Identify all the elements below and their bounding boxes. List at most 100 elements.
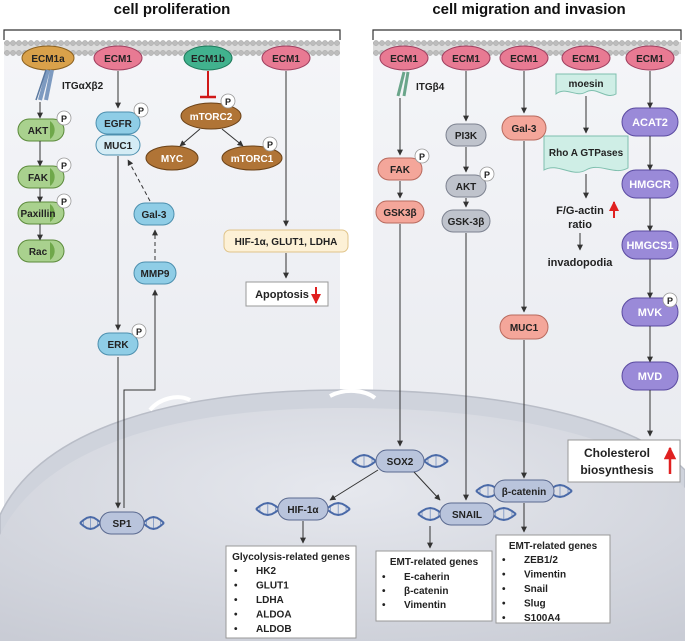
- erk-phospho-label: P: [136, 327, 142, 337]
- glycolysis-gene-bullet: •: [234, 610, 238, 621]
- rac-shade: [50, 242, 55, 260]
- gsk3b-label: GSK-3β: [448, 217, 485, 228]
- egfr-phospho-label: P: [138, 106, 144, 116]
- myc-label: MYC: [161, 154, 183, 165]
- mvk-label: MVK: [638, 307, 663, 319]
- glycolysis-gene-item: ALDOB: [256, 624, 292, 635]
- hif1a-node: [277, 497, 329, 521]
- integrin-itgb4-icon: [396, 71, 410, 97]
- emt-genes-title-1: EMT-related genes: [390, 557, 479, 568]
- ecm1-itgb4-node: [379, 45, 429, 71]
- ecm1b-node: [183, 45, 233, 71]
- ecm1-gal3-label: ECM1: [510, 54, 538, 65]
- pi3k-label: PI3K: [455, 131, 478, 142]
- ecm1-hif-label: ECM1: [272, 54, 300, 65]
- moesin-node: [555, 73, 617, 96]
- muc1-right-node: [499, 314, 549, 340]
- fak-left-label: FAK: [28, 173, 49, 184]
- ecm1b-label: ECM1b: [191, 54, 225, 65]
- ecm1-acat2-label: ECM1: [636, 54, 664, 65]
- emt2-gene-bullet: •: [502, 555, 506, 566]
- rho-gtpase-label: Rho A GTPases: [549, 148, 624, 159]
- apoptosis-label: Apoptosis: [255, 289, 309, 301]
- arrow-sox2-snail: [413, 471, 441, 501]
- egfr-phospho-icon: [133, 102, 149, 118]
- fak-right-phospho-icon: [414, 148, 430, 164]
- fak-left-phospho-icon: [56, 157, 72, 173]
- emt2-gene-item: ZEB1/2: [524, 555, 558, 566]
- fak-left-shade: [50, 168, 55, 186]
- akt-left-label: AKT: [28, 126, 49, 137]
- snail-node: [439, 502, 495, 526]
- itgb4-label: ITGβ4: [416, 82, 445, 93]
- emt2-gene-item: Vimentin: [524, 570, 566, 581]
- arrow-mtorc2-myc: [179, 128, 201, 147]
- title-cell-proliferation: cell proliferation: [114, 1, 231, 18]
- emt2-gene-bullet: •: [502, 584, 506, 595]
- gal3-right-label: Gal-3: [511, 124, 536, 135]
- glycolysis-gene-bullet: •: [234, 566, 238, 577]
- emt2-gene-item: S100A4: [524, 613, 561, 624]
- akt-left-shade: [50, 121, 55, 139]
- acat2-label: ACAT2: [632, 117, 668, 129]
- ecm1-acat2-node: [625, 45, 675, 71]
- glycolysis-gene-bullet: •: [234, 624, 238, 635]
- emt-genes-box-2: EMT-related genes •ZEB1/2•Vimentin•Snail…: [495, 534, 611, 624]
- glycolysis-gene-item: HK2: [256, 566, 276, 577]
- emt1-gene-bullet: •: [382, 586, 386, 597]
- emt1-gene-bullet: •: [382, 572, 386, 583]
- emt-genes-title-2: EMT-related genes: [509, 541, 598, 552]
- rho-gtpase-node: [543, 135, 629, 173]
- moesin-label: moesin: [568, 79, 603, 90]
- mtorc1-phospho-icon: [262, 136, 278, 152]
- muc1-right-label: MUC1: [510, 323, 539, 334]
- integrin-itgaxb2-icon: [35, 69, 54, 101]
- akt-right-phospho-icon: [479, 166, 495, 182]
- gsk3b-left-label: GSK3β: [383, 208, 416, 219]
- paxillin-phospho-label: P: [61, 197, 67, 207]
- gsk3b-left-node: [375, 200, 425, 224]
- ecm1a-label: ECM1a: [31, 54, 65, 65]
- gsk3b-node: [441, 209, 491, 233]
- gal3-left-label: Gal-3: [141, 210, 166, 221]
- emt2-gene-item: Snail: [524, 584, 548, 595]
- arrow-sox2-hif1a: [329, 469, 379, 501]
- cholesterol-box: [567, 439, 681, 483]
- akt-right-label: AKT: [456, 182, 477, 193]
- paxillin-phospho-icon: [56, 193, 72, 209]
- sox2-node: [375, 449, 425, 473]
- integrin-itgaxb2-label: ITGαXβ2: [62, 81, 104, 92]
- glycolysis-genes-title: Glycolysis-related genes: [232, 552, 350, 563]
- emt1-gene-item: Vimentin: [404, 600, 446, 611]
- ecm1-egfr-label: ECM1: [104, 54, 132, 65]
- erk-phospho-icon: [131, 323, 147, 339]
- egfr-node: [95, 111, 141, 135]
- ecm1-pi3k-node: [441, 45, 491, 71]
- rac-label: Rac: [29, 247, 48, 258]
- emt1-gene-bullet: •: [382, 600, 386, 611]
- mvk-phospho-label: P: [667, 296, 673, 306]
- sp1-label: SP1: [113, 519, 132, 530]
- hif-glut-ldha-label: HIF-1α, GLUT1, LDHA: [235, 237, 338, 248]
- fak-left-phospho-label: P: [61, 161, 67, 171]
- cholesterol-label-1: Cholesterol: [584, 446, 650, 460]
- title-cell-migration: cell migration and invasion: [432, 1, 625, 18]
- cholesterol-label-2: biosynthesis: [580, 463, 654, 477]
- arrow-gal3-muc1-dashed: [127, 159, 151, 202]
- ecm1-itgb4-label: ECM1: [390, 54, 418, 65]
- glycolysis-gene-item: GLUT1: [256, 581, 289, 592]
- ecm1-gal3-node: [499, 45, 549, 71]
- sox2-label: SOX2: [387, 457, 414, 468]
- akt-left-phospho-label: P: [61, 114, 67, 124]
- fak-right-phospho-label: P: [419, 152, 425, 162]
- mtorc2-phospho-label: P: [225, 97, 231, 107]
- mtorc1-label: mTORC1: [231, 154, 274, 165]
- ecm1-pi3k-label: ECM1: [452, 54, 480, 65]
- ecm1-moesin-node: [561, 45, 611, 71]
- mtorc1-phospho-label: P: [267, 140, 273, 150]
- emt-genes-box-1: EMT-related genes •E-caherin•β-catenin•V…: [375, 550, 493, 622]
- gal3-left-node: [133, 202, 175, 226]
- title-bracket-right: [372, 29, 682, 40]
